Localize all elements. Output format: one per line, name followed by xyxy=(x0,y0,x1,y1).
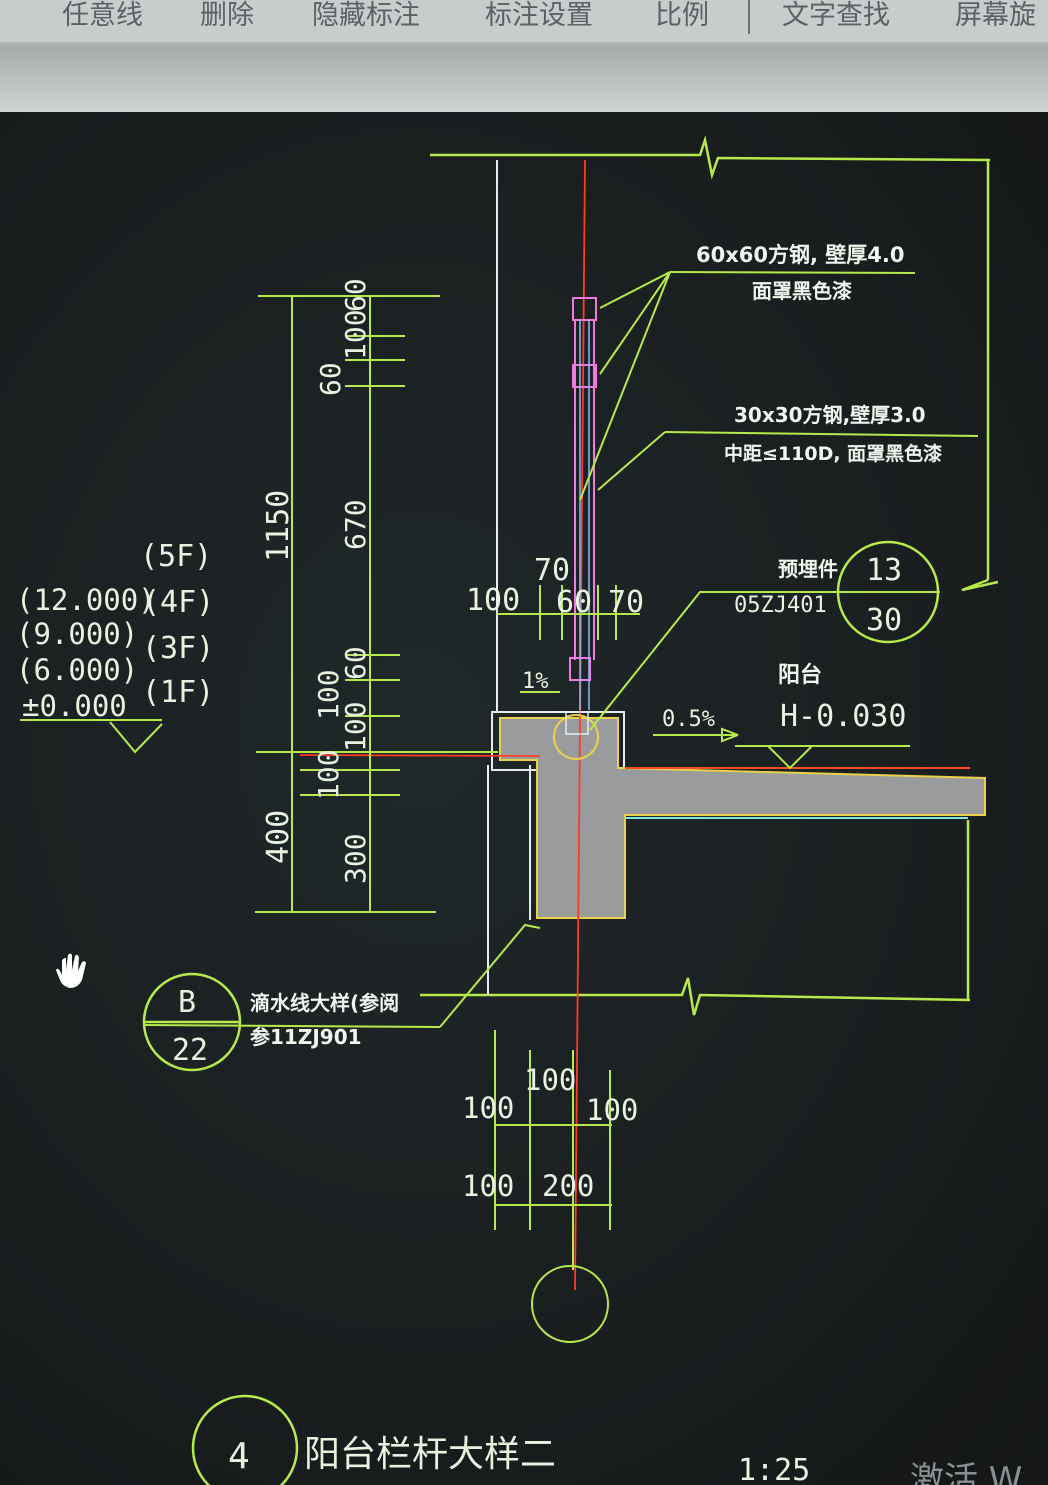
note-square-steel-30: 30x30方钢,壁厚3.0 xyxy=(734,403,926,427)
drip-bubble-top: B xyxy=(178,985,196,1020)
tool-scale[interactable]: 比例 xyxy=(655,0,709,31)
dimension-lines-top xyxy=(498,585,910,770)
toolbar-separator xyxy=(748,0,750,34)
floor-5f: (5F) xyxy=(140,539,212,574)
drawing-scale: 1:25 xyxy=(738,1453,810,1485)
slope-1pct: 1% xyxy=(522,669,549,694)
dim-b2-200: 200 xyxy=(542,1169,594,1203)
dim-60-upper: 60 xyxy=(314,362,347,396)
axis-lines xyxy=(299,159,586,1291)
tool-delete[interactable]: 删除 xyxy=(200,0,254,31)
dim-60-top: 60 xyxy=(339,278,372,312)
note-embed-ref: 05ZJ401 xyxy=(734,593,827,618)
elevation-0000: ±0.000 xyxy=(22,689,127,723)
note-square-steel-60: 60x60方钢, 壁厚4.0 xyxy=(696,243,904,267)
note-embed-part: 预埋件 xyxy=(778,557,838,581)
dim-h-70a: 70 xyxy=(534,553,570,588)
activation-watermark: 激活 W xyxy=(910,1460,1023,1485)
embed-circle xyxy=(553,714,599,760)
dim-100-top: 100 xyxy=(339,309,372,360)
dim-h-60: 60 xyxy=(556,585,592,620)
tool-screen-rotate[interactable]: 屏幕旋 xyxy=(955,0,1036,31)
elevation-12000: (12.000) xyxy=(16,583,156,617)
dimension-lines-bottom xyxy=(494,1030,612,1343)
embed-plate xyxy=(565,711,589,735)
note-spacing-paint: 中距≤110D, 面罩黑色漆 xyxy=(724,442,942,465)
floor-3f: (3F) xyxy=(142,631,214,666)
dim-300: 300 xyxy=(339,833,372,884)
dim-h-100: 100 xyxy=(466,583,520,618)
floor-1f: (1F) xyxy=(142,675,214,710)
elevation-6000: (6.000) xyxy=(16,653,138,687)
drip-bubble-bottom: 22 xyxy=(172,1033,208,1068)
embed-bubble-top: 13 xyxy=(866,553,902,588)
note-drip-line: 滴水线大样(参阅 xyxy=(250,991,399,1015)
section-outline xyxy=(487,160,625,995)
cad-toolbar: 任意线 删除 隐藏标注 标注设置 比例 文字查找 屏幕旋 xyxy=(0,0,1048,112)
note-drip-ref: 参11ZJ901 xyxy=(250,1025,362,1049)
leader-lines xyxy=(144,271,979,1028)
dim-b-100-top: 100 xyxy=(524,1063,576,1097)
dimension-lines-left xyxy=(20,295,498,913)
balcony-level: H-0.030 xyxy=(780,699,906,734)
tool-any-line[interactable]: 任意线 xyxy=(62,0,143,31)
dim-100-b: 100 xyxy=(339,701,372,752)
tool-hide-dimension[interactable]: 隐藏标注 xyxy=(312,0,420,31)
dim-h-70b: 70 xyxy=(608,585,644,620)
balcony-railing-detail-drawing: (5F) (4F) (3F) (1F) (12.000) (9.000) (6.… xyxy=(16,135,999,1485)
drawing-title: 阳台栏杆大样二 xyxy=(304,1434,556,1475)
dim-60-lower: 60 xyxy=(339,646,372,680)
pan-hand-icon xyxy=(56,953,86,988)
elevation-9000: (9.000) xyxy=(16,617,138,651)
dim-1150: 1150 xyxy=(261,490,296,562)
dim-b2-100: 100 xyxy=(462,1169,514,1203)
title-number: 4 xyxy=(228,1436,250,1477)
dim-670: 670 xyxy=(339,499,372,550)
dim-b-100-left: 100 xyxy=(462,1091,514,1125)
toolbar-strip xyxy=(0,0,1048,43)
note-balcony: 阳台 xyxy=(778,662,822,688)
floor-4f: (4F) xyxy=(142,585,214,620)
drawing-canvas[interactable]: (5F) (4F) (3F) (1F) (12.000) (9.000) (6.… xyxy=(0,112,1048,1485)
tool-dimension-settings[interactable]: 标注设置 xyxy=(485,0,593,31)
tool-text-search[interactable]: 文字查找 xyxy=(782,0,890,31)
dim-b-100-right: 100 xyxy=(586,1093,638,1127)
dim-100-c: 100 xyxy=(312,749,345,800)
reference-bubbles xyxy=(142,540,940,1485)
slope-05pct: 0.5% xyxy=(662,707,715,732)
break-lines xyxy=(420,135,999,1016)
embed-bubble-bottom: 30 xyxy=(866,603,902,638)
railing-bars xyxy=(579,320,590,710)
dim-100-a: 100 xyxy=(312,669,345,720)
note-black-paint-1: 面罩黑色漆 xyxy=(752,279,852,303)
dim-400: 400 xyxy=(261,810,296,864)
concrete-section xyxy=(499,717,986,919)
